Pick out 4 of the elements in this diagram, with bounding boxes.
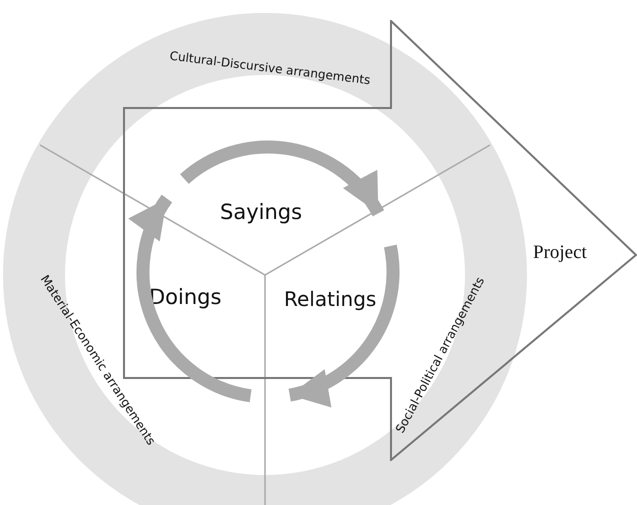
sector-label: Doings bbox=[130, 236, 266, 397]
sector-label: Relatings bbox=[270, 233, 392, 400]
sector-label: Sayings bbox=[160, 170, 376, 232]
arrow-label: Project bbox=[533, 242, 587, 264]
